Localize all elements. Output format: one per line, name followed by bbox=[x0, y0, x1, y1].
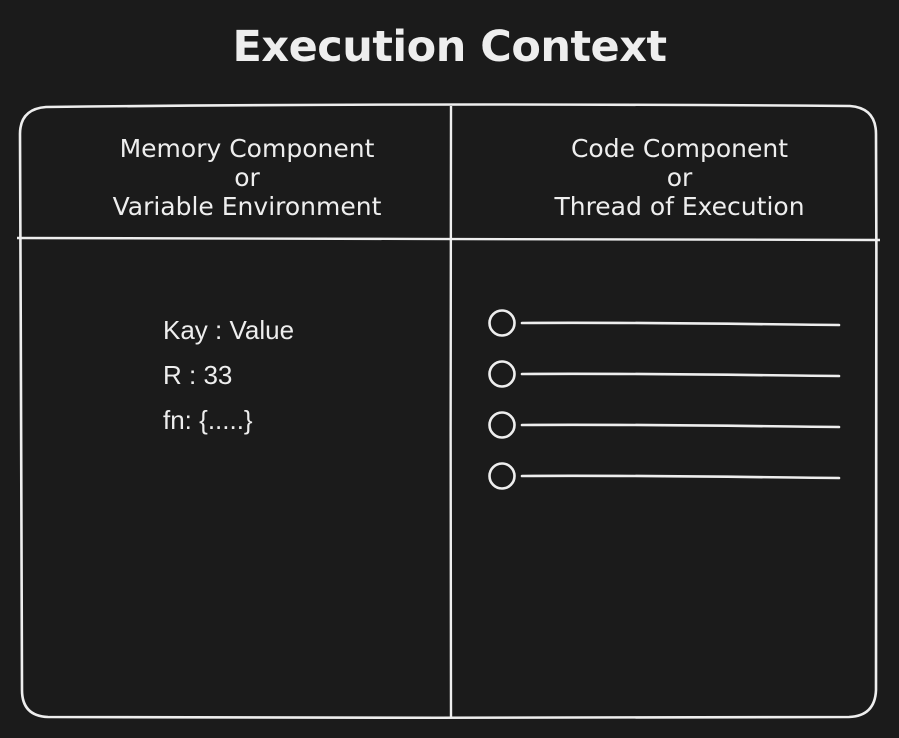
thread-step-marker bbox=[488, 360, 516, 388]
header-divider bbox=[16, 236, 881, 242]
memory-entry-r: R : 33 bbox=[163, 360, 233, 390]
code-header-line-3: Thread of Execution bbox=[554, 192, 805, 221]
thread-step-marker bbox=[488, 462, 516, 490]
thread-step-marker bbox=[488, 411, 516, 439]
memory-component-header: Memory Component or Variable Environment bbox=[22, 134, 472, 221]
memory-header-line-3: Variable Environment bbox=[112, 192, 382, 221]
code-header-line-2: or bbox=[666, 163, 693, 192]
memory-entries: Kay : Value R : 33 fn: {.....} bbox=[163, 313, 294, 448]
thread-step-line bbox=[520, 372, 841, 378]
thread-step-line bbox=[520, 321, 841, 327]
thread-step-line bbox=[520, 423, 841, 429]
thread-step-line bbox=[520, 474, 841, 480]
code-component-header: Code Component or Thread of Execution bbox=[452, 134, 899, 221]
thread-step-marker bbox=[488, 309, 516, 337]
code-header-line-1: Code Component bbox=[570, 134, 789, 163]
memory-header-line-2: or bbox=[234, 163, 260, 192]
memory-entry-key-value: Kay : Value bbox=[163, 315, 295, 345]
context-box-outline bbox=[18, 103, 878, 720]
memory-entry-fn: fn: {.....} bbox=[163, 405, 253, 435]
diagram-title: Execution Context bbox=[232, 22, 667, 72]
thread-of-execution-steps bbox=[488, 309, 841, 490]
memory-header-line-1: Memory Component bbox=[119, 134, 375, 163]
